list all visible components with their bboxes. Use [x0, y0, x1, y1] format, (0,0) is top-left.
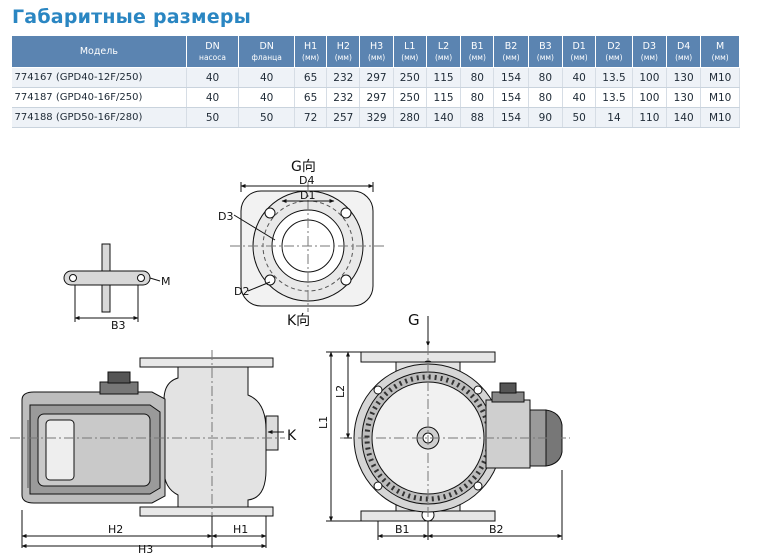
table-cell: 40: [562, 87, 597, 108]
table-cell: 40: [186, 87, 240, 108]
table-cell: 50: [186, 107, 240, 128]
column-header: Модель: [11, 35, 187, 68]
column-header: H2(мм): [326, 35, 361, 68]
table-row: 774188 (GPD50-16F/280) 50 50 72 257 329 …: [11, 107, 740, 128]
column-header: M(мм): [700, 35, 740, 68]
table-cell: 774188 (GPD50-16F/280): [11, 107, 187, 128]
pump-front-view: [326, 316, 570, 540]
table-cell: 88: [460, 107, 495, 128]
column-header: D3(мм): [631, 35, 668, 68]
column-header: B3(мм): [527, 35, 564, 68]
h2-label: H2: [108, 523, 123, 536]
table-cell: 115: [426, 67, 462, 88]
table-cell: 72: [294, 107, 328, 128]
table-cell: 40: [238, 67, 296, 88]
table-cell: 115: [426, 87, 462, 108]
d2-label: D2: [234, 285, 249, 298]
table-cell: M10: [700, 87, 740, 108]
column-header: B1(мм): [460, 35, 495, 68]
table-cell: 329: [359, 107, 394, 128]
table-row: 774167 (GPD40-12F/250) 40 40 65 232 297 …: [11, 67, 740, 88]
table-cell: 232: [326, 87, 361, 108]
table-cell: 50: [562, 107, 597, 128]
table-cell: 65: [294, 87, 328, 108]
table-cell: 100: [632, 87, 668, 108]
g-label: G: [408, 311, 420, 329]
flange-view: [230, 182, 386, 312]
table-cell: 90: [528, 107, 564, 128]
column-header: L2(мм): [425, 35, 462, 68]
table-cell: 774187 (GPD40-16F/250): [11, 87, 187, 108]
m-label: M: [161, 275, 171, 288]
table-cell: 50: [238, 107, 296, 128]
table-cell: 80: [460, 67, 495, 88]
d4-label: D4: [299, 174, 314, 187]
table-cell: 80: [528, 87, 564, 108]
table-cell: 130: [666, 67, 702, 88]
mounting-cross-detail: [63, 243, 161, 322]
table-cell: M10: [700, 67, 740, 88]
table-cell: 232: [326, 67, 361, 88]
k-label: K: [287, 428, 297, 444]
table-cell: 140: [666, 107, 702, 128]
table-cell: 13.5: [595, 67, 633, 88]
table-cell: 140: [426, 107, 462, 128]
pump-side-view: [10, 350, 285, 548]
table-cell: 110: [632, 107, 668, 128]
table-cell: 65: [294, 67, 328, 88]
table-cell: 13.5: [595, 87, 633, 108]
table-cell: 130: [666, 87, 702, 108]
table-cell: 40: [186, 67, 240, 88]
table-cell: 154: [493, 67, 529, 88]
table-cell: 40: [238, 87, 296, 108]
table-cell: 774167 (GPD40-12F/250): [11, 67, 187, 88]
table-cell: 297: [359, 87, 394, 108]
h1-label: H1: [233, 523, 248, 536]
table-cell: 250: [393, 87, 427, 108]
d3-label: D3: [218, 210, 233, 223]
page-title: Габаритные размеры: [12, 6, 252, 28]
table-cell: 80: [528, 67, 564, 88]
table-cell: M10: [700, 107, 740, 128]
column-header: L1(мм): [392, 35, 427, 68]
b1-label: B1: [395, 523, 410, 536]
column-header: D1(мм): [562, 35, 597, 68]
table-cell: 40: [562, 67, 597, 88]
table-cell: 257: [326, 107, 361, 128]
table-cell: 100: [632, 67, 668, 88]
table-cell: 154: [493, 107, 529, 128]
column-header: D2(мм): [595, 35, 633, 68]
l2-label: L2: [334, 385, 347, 398]
b3-label: B3: [111, 319, 126, 332]
table-cell: 297: [359, 67, 394, 88]
l1-label: L1: [317, 416, 330, 429]
k-view-label: K向: [287, 313, 310, 329]
b2-label: B2: [489, 523, 504, 536]
table-cell: 250: [393, 67, 427, 88]
d1-label: D1: [300, 189, 315, 202]
g-view-label: G向: [291, 159, 316, 175]
column-header: D4(мм): [665, 35, 702, 68]
table-cell: 80: [460, 87, 495, 108]
table-cell: 154: [493, 87, 529, 108]
h3-label: H3: [138, 543, 153, 555]
table-cell: 14: [595, 107, 633, 128]
table-row: 774187 (GPD40-16F/250) 40 40 65 232 297 …: [11, 87, 740, 108]
table-cell: 280: [393, 107, 427, 128]
